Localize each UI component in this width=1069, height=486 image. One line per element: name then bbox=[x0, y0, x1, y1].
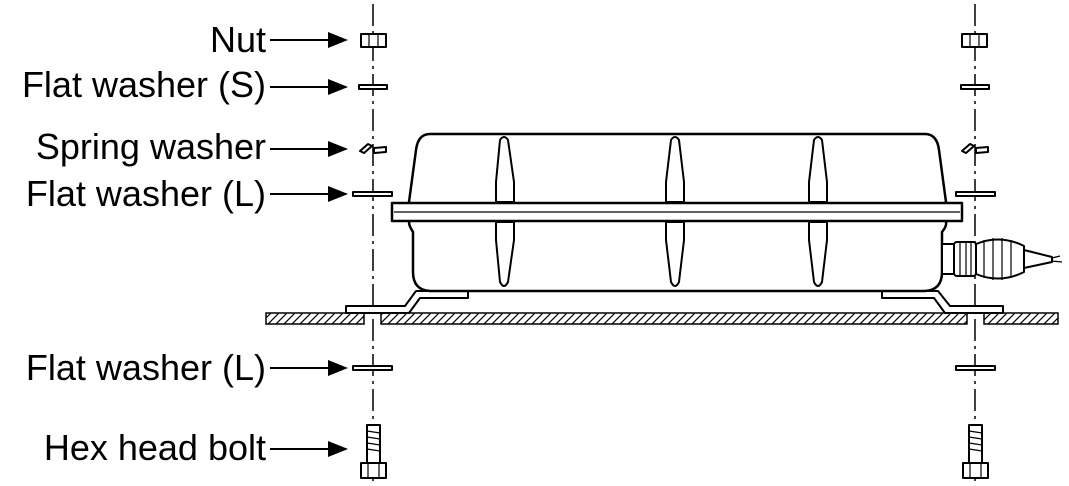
foot-left bbox=[345, 290, 469, 314]
label-nut: Nut bbox=[209, 19, 266, 60]
nut-right bbox=[961, 33, 988, 48]
label-flat-washer-l-top: Flat washer (L) bbox=[25, 173, 266, 214]
label-flat-washer-s: Flat washer (S) bbox=[21, 64, 266, 105]
flat-washer-l-bottom-right bbox=[955, 365, 996, 371]
hardware-right bbox=[955, 33, 996, 479]
spring-washer-left bbox=[359, 143, 387, 154]
housing-ribs bbox=[495, 136, 828, 287]
floor-plate bbox=[265, 312, 1059, 325]
hex-bolt-right bbox=[962, 424, 989, 479]
label-flat-washer-l-bottom: Flat washer (L) bbox=[25, 347, 266, 388]
leader-arrows bbox=[270, 32, 348, 457]
cable-gland bbox=[941, 238, 1063, 280]
nut-left bbox=[360, 33, 387, 48]
flat-washer-l-top-right bbox=[955, 191, 996, 197]
foot-right bbox=[881, 290, 1004, 314]
spring-washer-right bbox=[961, 143, 989, 154]
flat-washer-l-bottom-left bbox=[352, 365, 393, 371]
flat-washer-l-top-left bbox=[352, 191, 393, 197]
label-hex-head-bolt: Hex head bolt bbox=[43, 427, 266, 468]
mounting-feet bbox=[345, 290, 1004, 314]
flat-washer-s-right bbox=[960, 84, 990, 90]
flat-washer-s-left bbox=[358, 84, 388, 90]
hex-bolt-left bbox=[360, 424, 387, 479]
hardware-left bbox=[352, 33, 393, 479]
label-spring-washer: Spring washer bbox=[35, 126, 266, 167]
